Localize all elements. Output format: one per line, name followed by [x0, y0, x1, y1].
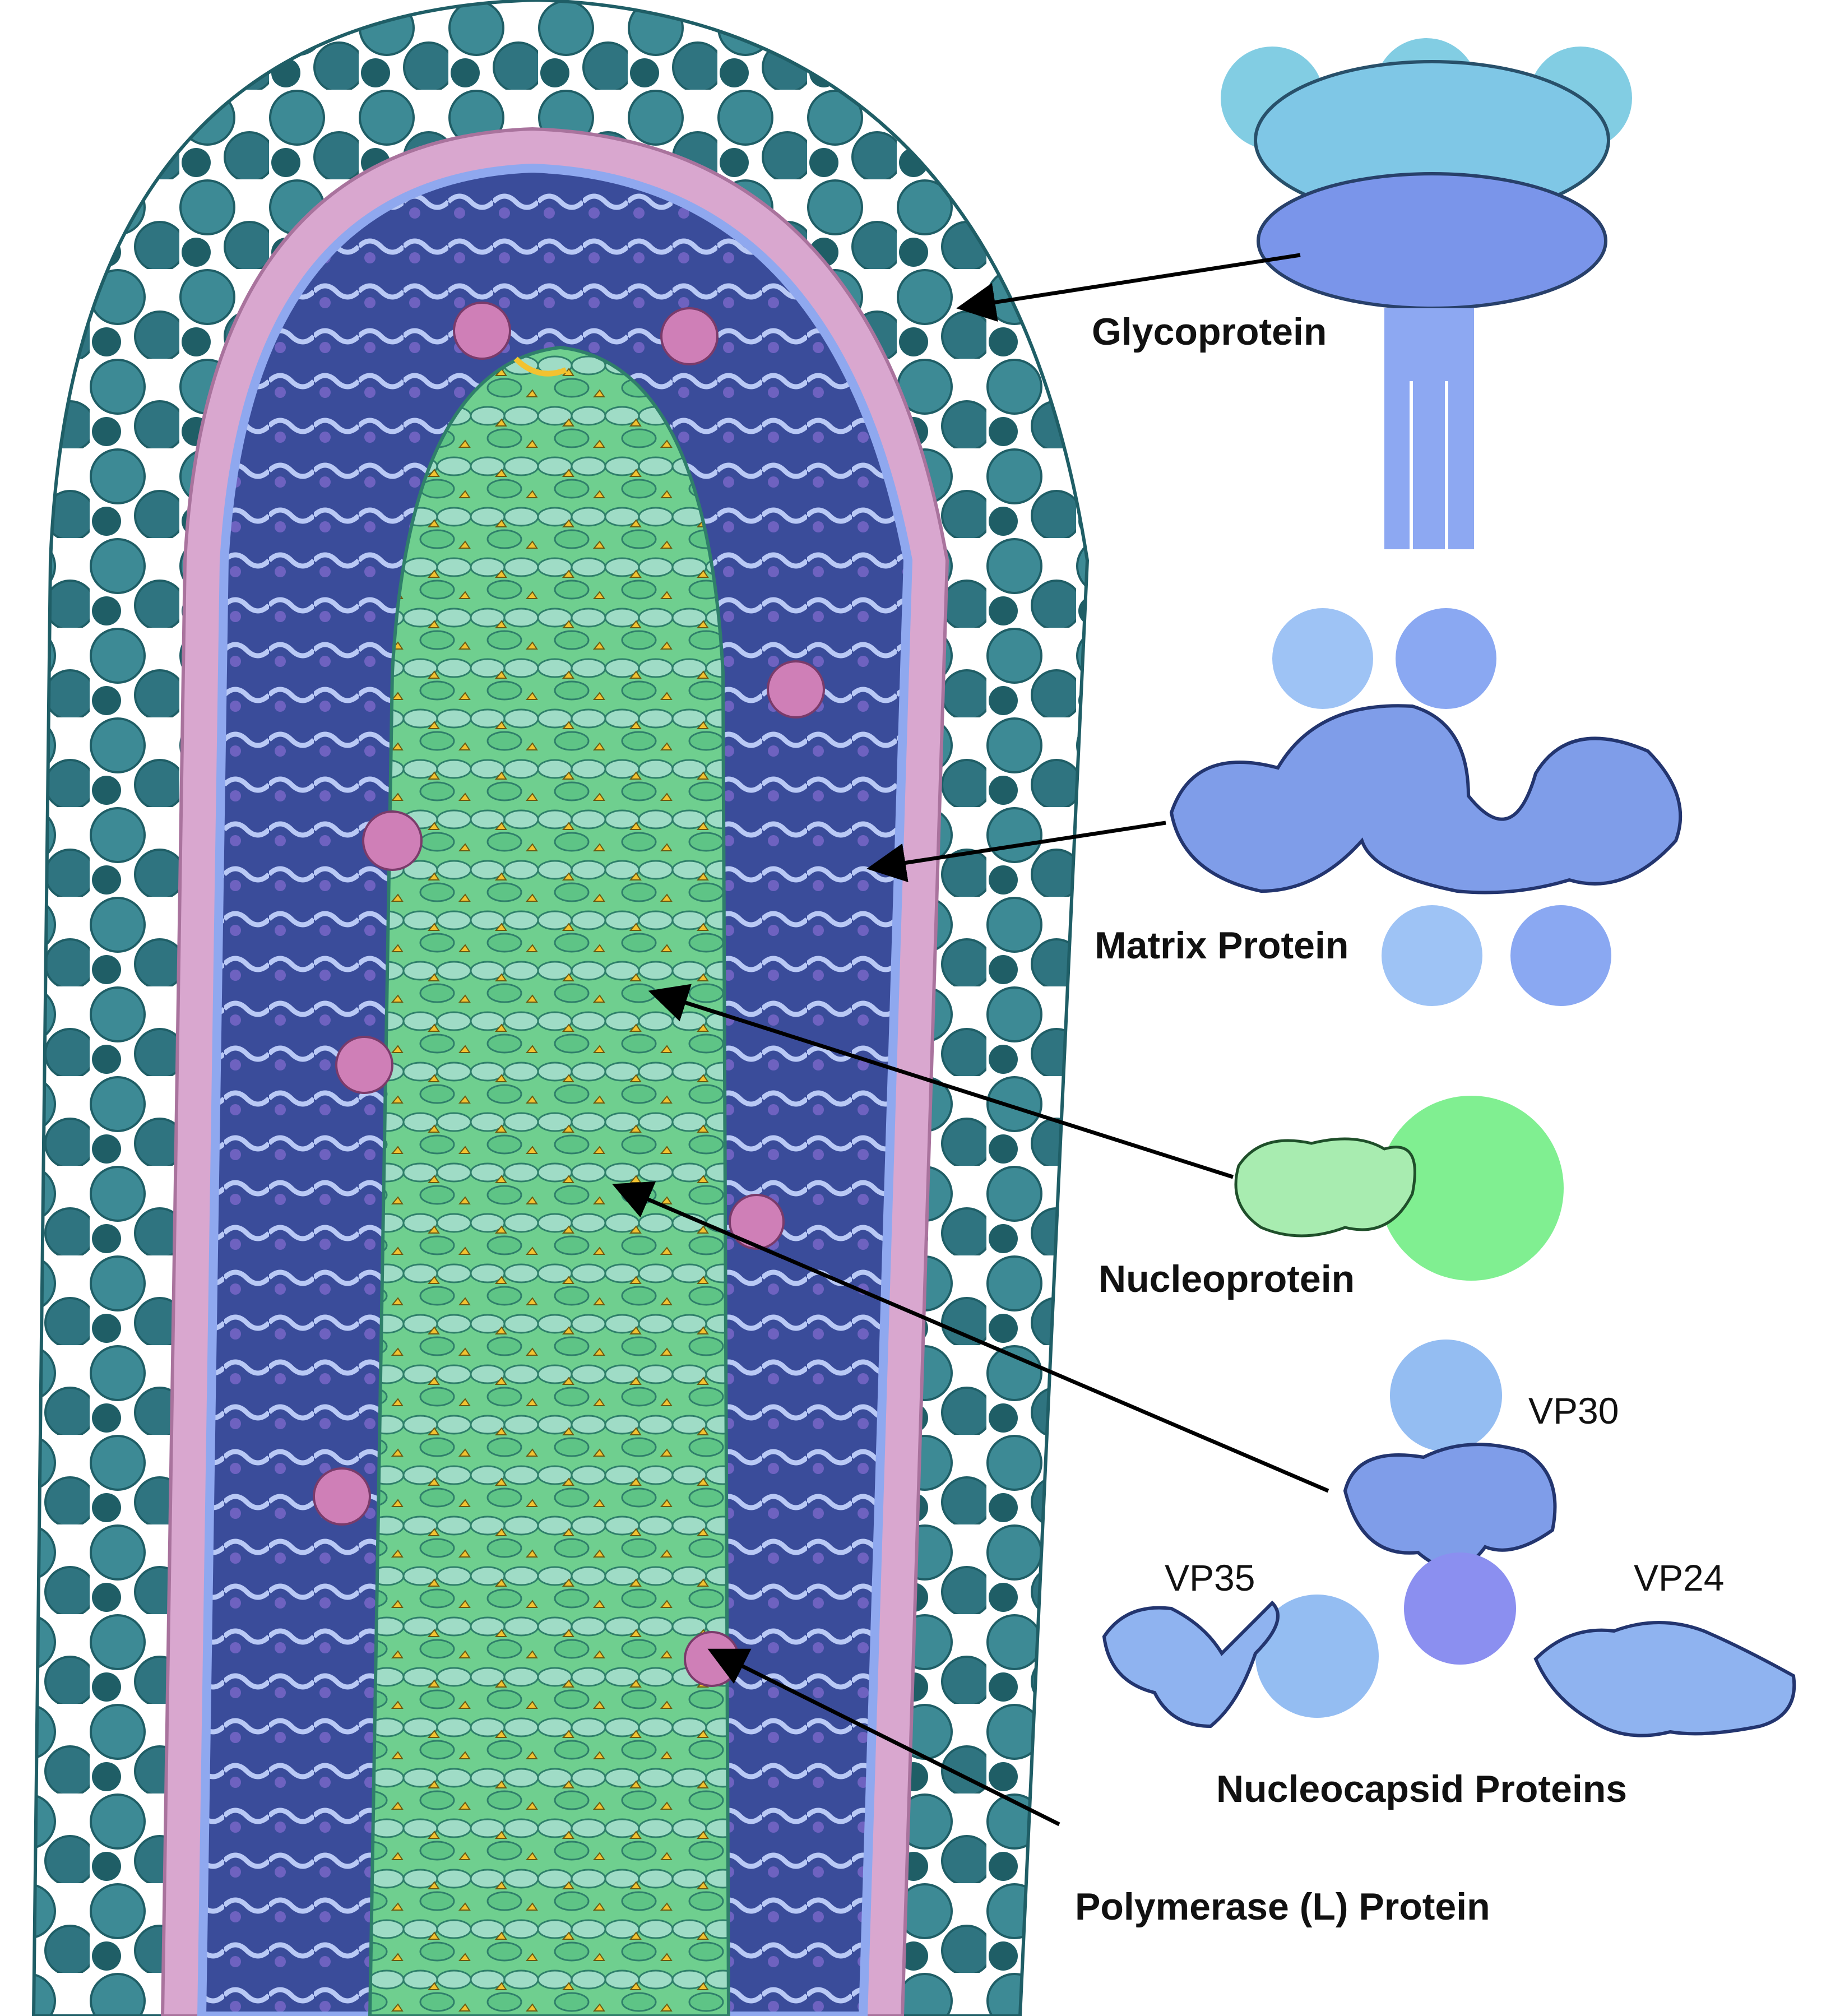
nucleoprotein-icon [1234, 1096, 1564, 1281]
arrow-matrix-protein [866, 821, 1166, 883]
nucleocapsid [368, 345, 731, 2016]
label-matrix-protein: Matrix Protein [1095, 924, 1348, 967]
arrow-glycoprotein [956, 253, 1301, 322]
polymerase-proteins [313, 302, 825, 1687]
vp30-icon [1343, 1340, 1557, 1570]
label-nucleoprotein: Nucleoprotein [1099, 1258, 1355, 1300]
vp24-icon [1533, 1621, 1796, 1737]
arrow-polymerase [707, 1648, 1060, 1827]
vp24-icon-circle [1404, 1552, 1516, 1665]
label-polymerase: Polymerase (L) Protein [1075, 1885, 1490, 1928]
label-vp35: VP35 [1165, 1557, 1255, 1598]
arrow-nucleoprotein [648, 984, 1234, 1179]
label-vp30: VP30 [1528, 1390, 1619, 1431]
label-glycoprotein: Glycoprotein [1092, 310, 1327, 353]
glycoprotein-trimer-icon [1221, 38, 1632, 549]
arrow-nucleocapsid [612, 1181, 1329, 1493]
label-arrows [612, 253, 1329, 1827]
matrix-protein-dimer-icon [1169, 608, 1683, 1006]
rna-strand [513, 356, 567, 377]
ebola-virion-cross-section [31, 0, 1090, 2016]
label-vp24: VP24 [1634, 1557, 1724, 1598]
vp35-icon [1102, 1595, 1379, 1728]
labels: Glycoprotein Matrix Protein Nucleoprotei… [1075, 310, 1724, 1928]
label-nucleocapsid-proteins: Nucleocapsid Proteins [1216, 1768, 1627, 1810]
